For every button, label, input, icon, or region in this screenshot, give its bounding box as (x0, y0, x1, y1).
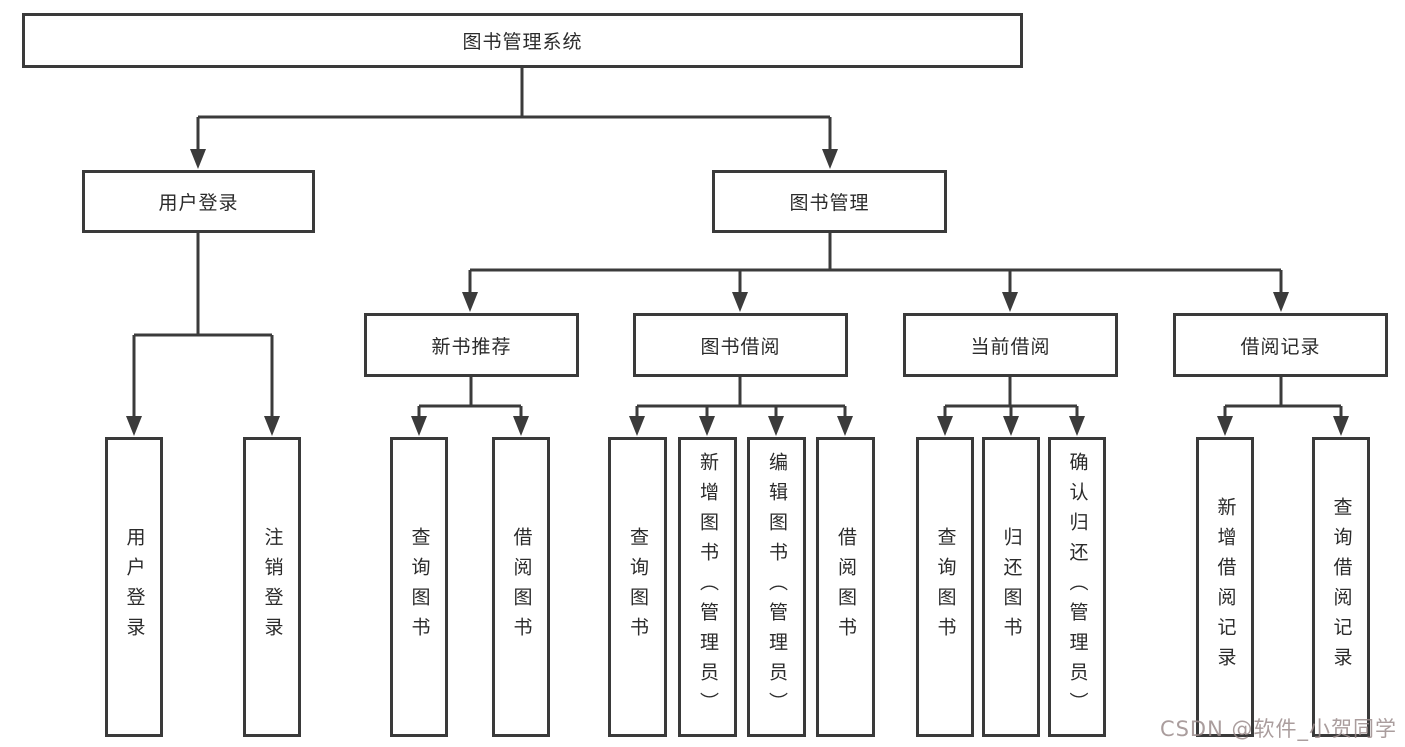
leaf-borrowing-query-books: 查询图书 (608, 437, 667, 737)
node-book-management-module: 图书管理 (712, 170, 947, 233)
node-label: 用户登录 (123, 527, 146, 647)
node-label: 确认归还（管理员） (1066, 452, 1089, 722)
node-label: 图书借阅 (700, 335, 781, 358)
node-label: 新增借阅记录 (1214, 497, 1237, 677)
node-current-borrowing: 当前借阅 (903, 313, 1118, 377)
leaf-current-confirm-return-admin: 确认归还（管理员） (1048, 437, 1106, 737)
node-label: 归还图书 (1000, 527, 1023, 647)
leaf-logout: 注销登录 (243, 437, 301, 737)
node-label: 当前借阅 (970, 335, 1051, 358)
node-system-root: 图书管理系统 (22, 13, 1023, 68)
leaf-recommend-query-books: 查询图书 (390, 437, 448, 737)
node-label: 查询图书 (408, 527, 431, 647)
node-label: 查询借阅记录 (1330, 497, 1353, 677)
node-label: 图书管理系统 (462, 31, 583, 53)
node-label: 查询图书 (627, 527, 649, 647)
leaf-current-query-books: 查询图书 (916, 437, 974, 737)
node-user-login-module: 用户登录 (82, 170, 315, 233)
node-new-book-recommend: 新书推荐 (364, 313, 579, 377)
node-label: 注销登录 (261, 527, 284, 647)
leaf-current-return-books: 归还图书 (982, 437, 1040, 737)
node-label: 查询图书 (934, 527, 957, 647)
node-label: 用户登录 (158, 192, 239, 214)
node-label: 新增图书（管理员） (697, 452, 719, 722)
leaf-borrowing-add-books-admin: 新增图书（管理员） (678, 437, 737, 737)
node-label: 借阅记录 (1240, 335, 1321, 358)
leaf-records-query-record: 查询借阅记录 (1312, 437, 1370, 737)
node-label: 编辑图书（管理员） (766, 452, 788, 722)
node-label: 借阅图书 (835, 527, 857, 647)
leaf-borrowing-borrow-books: 借阅图书 (816, 437, 875, 737)
node-borrow-records: 借阅记录 (1173, 313, 1388, 377)
csdn-watermark: CSDN @软件_小贺同学 (1159, 717, 1397, 741)
leaf-user-login: 用户登录 (105, 437, 163, 737)
node-book-borrowing: 图书借阅 (633, 313, 848, 377)
leaf-records-add-record: 新增借阅记录 (1196, 437, 1254, 737)
node-label: 图书管理 (789, 192, 870, 214)
leaf-recommend-borrow-books: 借阅图书 (492, 437, 550, 737)
node-label: 新书推荐 (431, 335, 512, 358)
node-label: 借阅图书 (510, 527, 533, 647)
leaf-borrowing-edit-books-admin: 编辑图书（管理员） (747, 437, 806, 737)
